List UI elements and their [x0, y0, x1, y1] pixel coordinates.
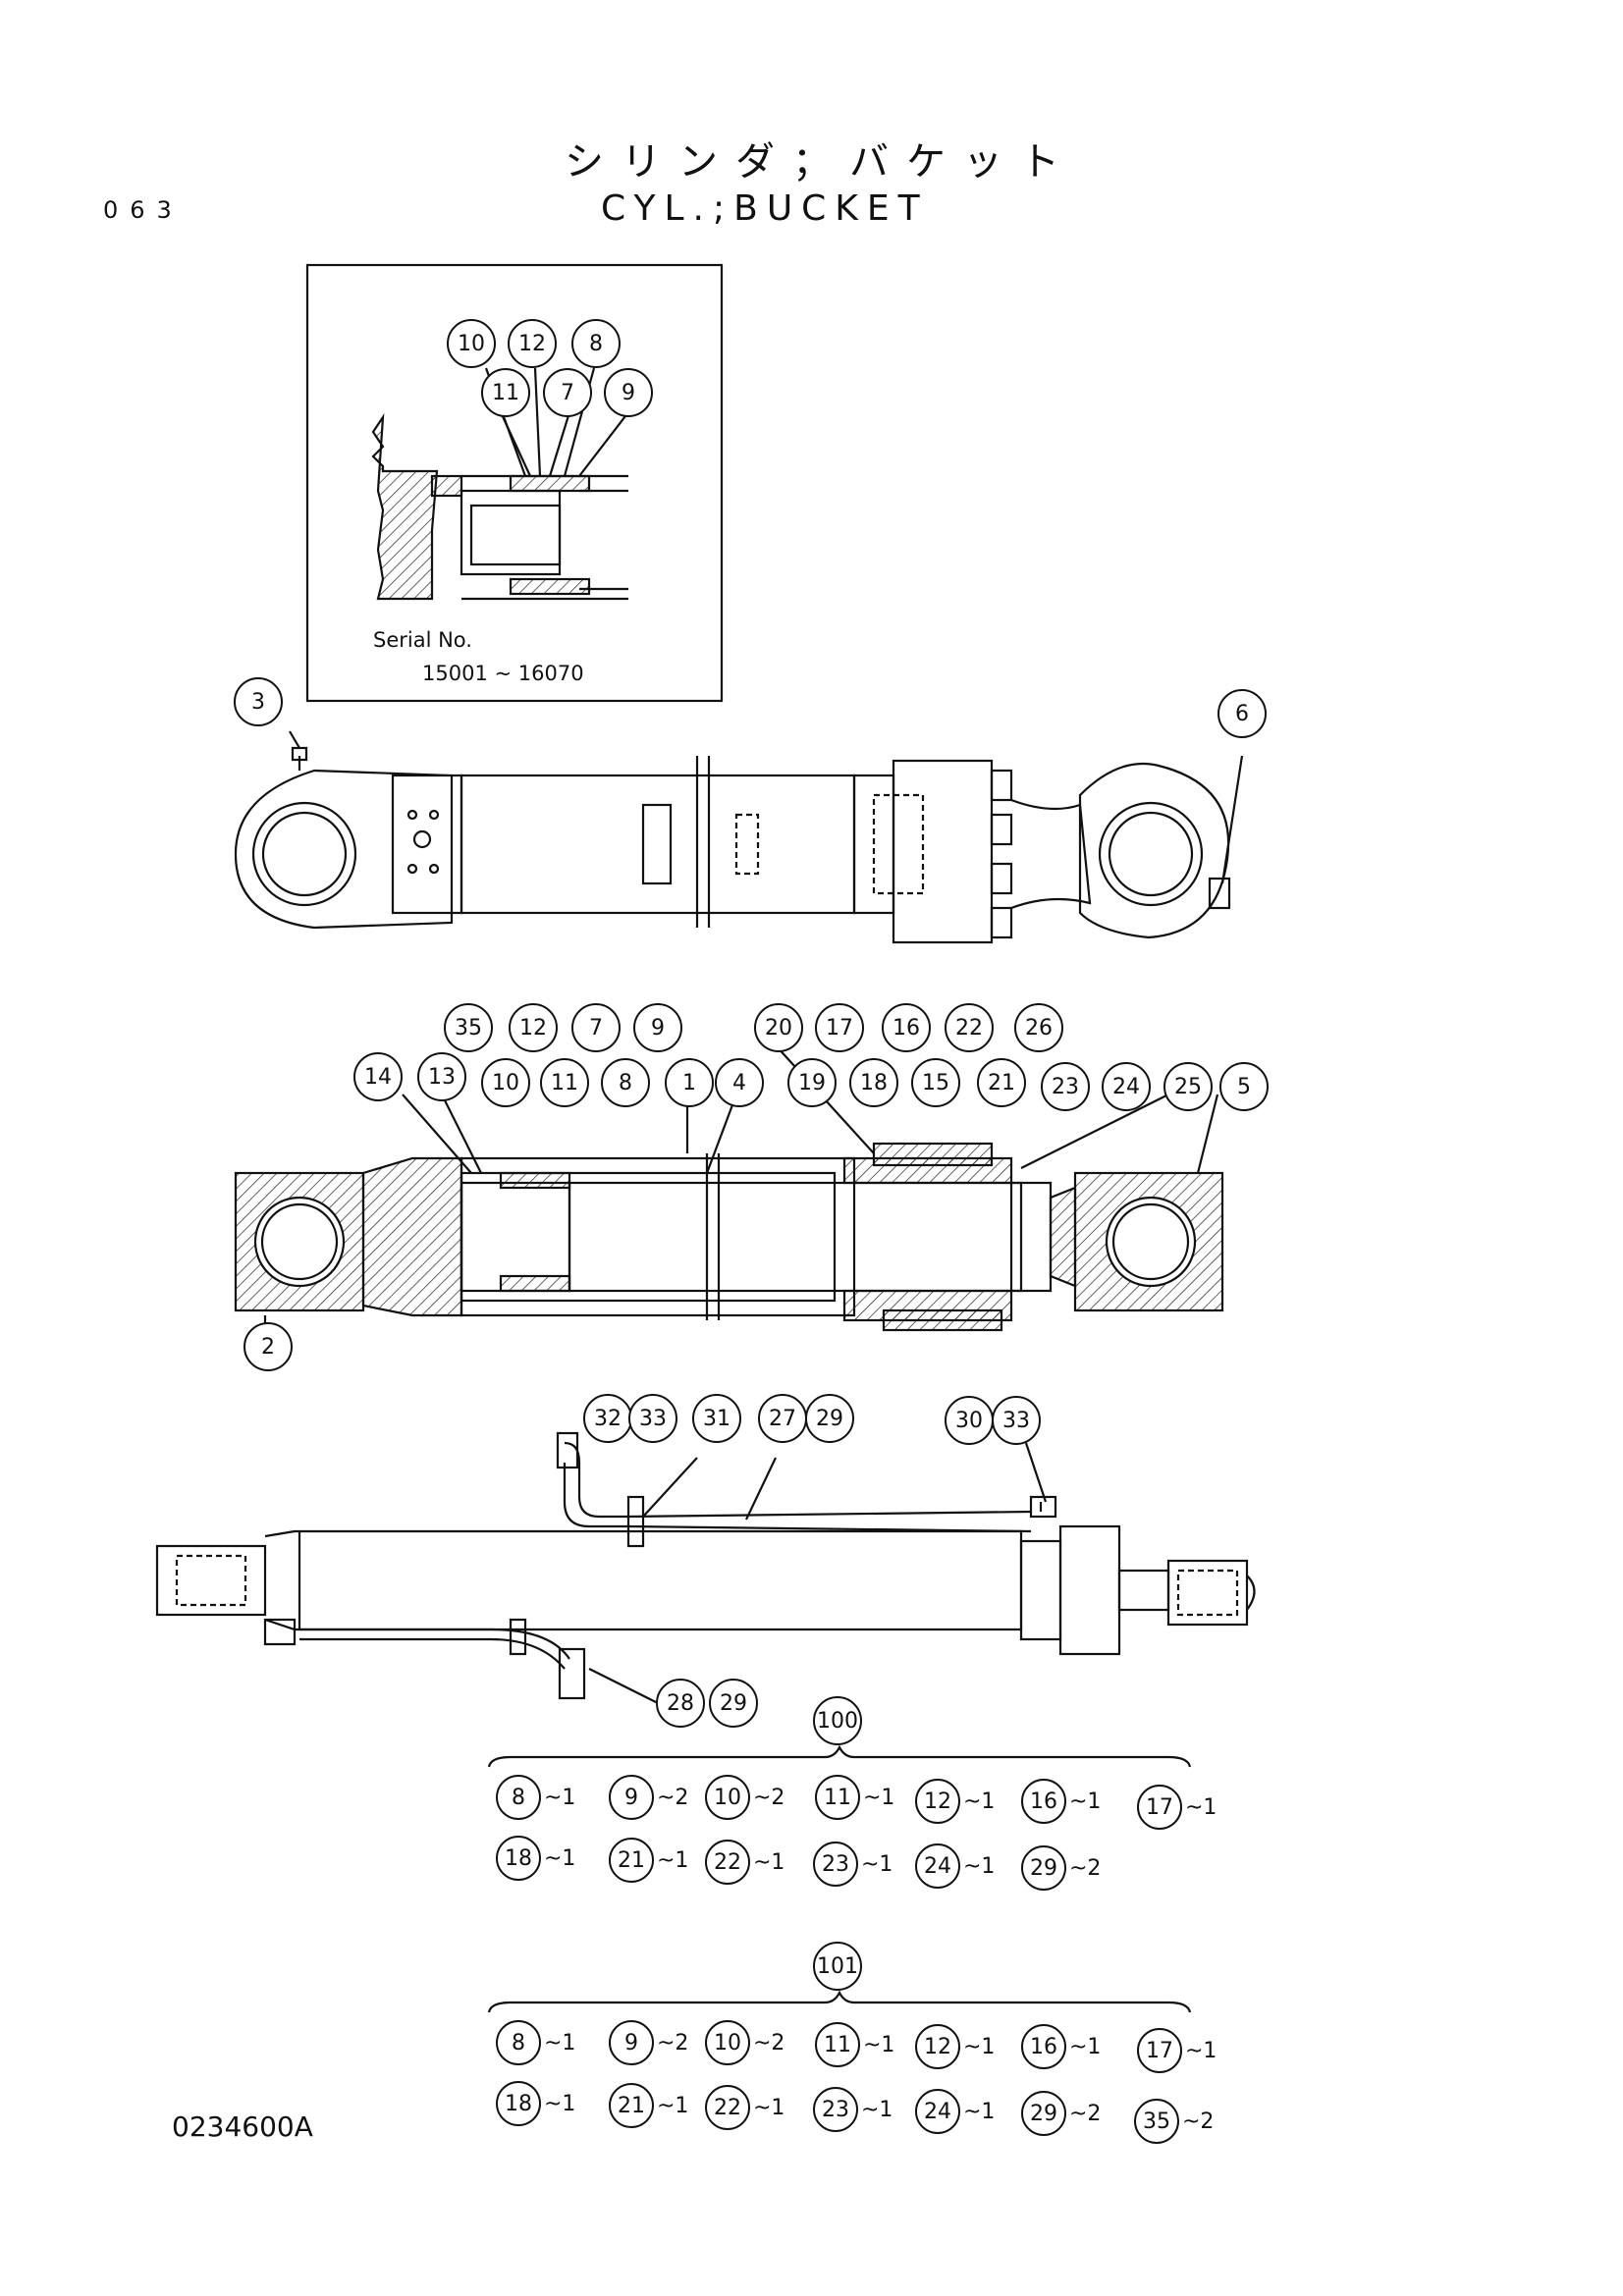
kit-101-item: 29~2: [1021, 2091, 1101, 2136]
kit-100-item: 11~1: [815, 1775, 894, 1820]
callout: 11: [540, 1058, 589, 1107]
callout: 33: [628, 1394, 677, 1443]
callout: 3: [234, 677, 283, 726]
callout: 32: [583, 1394, 632, 1443]
callout: 18: [849, 1058, 898, 1107]
callout: 31: [692, 1394, 741, 1443]
callout: 8: [601, 1058, 650, 1107]
callout: 19: [787, 1058, 837, 1107]
callout: 8: [571, 319, 621, 368]
callout: 12: [508, 319, 557, 368]
callout: 4: [715, 1058, 764, 1107]
kit-100-item: 22~1: [705, 1840, 784, 1885]
kit-101-item: 12~1: [915, 2024, 995, 2069]
kit-100-item: 8~1: [496, 1775, 575, 1820]
callout: 25: [1163, 1062, 1213, 1111]
kit-100-item: 23~1: [813, 1842, 893, 1887]
callout: 10: [481, 1058, 530, 1107]
kit-101-item: 23~1: [813, 2087, 893, 2132]
kit-101-item: 35~2: [1134, 2099, 1214, 2144]
callout: 6: [1217, 689, 1267, 738]
page-number: 063: [103, 196, 184, 224]
kit-101-brace: [487, 1990, 1192, 2013]
kit-101-item: 24~1: [915, 2089, 995, 2134]
kit-100-item: 24~1: [915, 1843, 995, 1889]
section-view: [234, 1044, 1224, 1345]
callout: 7: [543, 368, 592, 417]
callout: 26: [1014, 1003, 1063, 1052]
callout: 7: [571, 1003, 621, 1052]
callout: 15: [911, 1058, 960, 1107]
kit-101-id: 101: [813, 1942, 862, 1991]
kit-101-item: 21~1: [609, 2083, 688, 2128]
kit-100-item: 16~1: [1021, 1779, 1101, 1824]
callout: 12: [509, 1003, 558, 1052]
callout: 10: [447, 319, 496, 368]
title-english: CYL.;BUCKET: [601, 188, 929, 229]
kit-101-item: 17~1: [1137, 2028, 1217, 2073]
kit-100-item: 9~2: [609, 1775, 688, 1820]
kit-100-item: 21~1: [609, 1838, 688, 1883]
inset-piston-detail: [371, 367, 629, 601]
callout: 23: [1041, 1062, 1090, 1111]
exterior-view: [234, 730, 1244, 944]
kit-100-item: 17~1: [1137, 1785, 1217, 1830]
kit-100-item: 10~2: [705, 1775, 784, 1820]
callout: 17: [815, 1003, 864, 1052]
kit-101-item: 22~1: [705, 2085, 784, 2130]
kit-100-item: 12~1: [915, 1779, 995, 1824]
callout: 22: [945, 1003, 994, 1052]
serial-label: Serial No.: [373, 628, 472, 652]
callout: 9: [604, 368, 653, 417]
kit-101-item: 10~2: [705, 2020, 784, 2065]
callout: 33: [992, 1396, 1041, 1445]
callout: 9: [633, 1003, 682, 1052]
callout: 14: [353, 1052, 403, 1101]
piping-view: [155, 1431, 1256, 1709]
serial-range: 15001 ~ 16070: [422, 662, 584, 685]
callout: 28: [656, 1679, 705, 1728]
callout: 13: [417, 1052, 466, 1101]
kit-101-item: 16~1: [1021, 2024, 1101, 2069]
kit-100-brace: [487, 1744, 1192, 1768]
kit-100-item: 18~1: [496, 1836, 575, 1881]
kit-101-item: 9~2: [609, 2020, 688, 2065]
inset-frame: [305, 263, 724, 703]
callout: 27: [758, 1394, 807, 1443]
callout: 30: [945, 1396, 994, 1445]
callout: 24: [1102, 1062, 1151, 1111]
callout: 11: [481, 368, 530, 417]
callout: 1: [665, 1058, 714, 1107]
callout: 2: [243, 1322, 293, 1371]
kit-101-item: 18~1: [496, 2081, 575, 2126]
callout: 29: [805, 1394, 854, 1443]
callout: 5: [1219, 1062, 1269, 1111]
kit-100-item: 29~2: [1021, 1845, 1101, 1891]
callout: 20: [754, 1003, 803, 1052]
title-japanese: シリンダ；バケット: [565, 139, 1077, 185]
drawing-number: 0234600A: [172, 2110, 313, 2143]
callout: 35: [444, 1003, 493, 1052]
callout: 29: [709, 1679, 758, 1728]
kit-101-item: 11~1: [815, 2022, 894, 2067]
kit-100-id: 100: [813, 1696, 862, 1745]
kit-101-item: 8~1: [496, 2020, 575, 2065]
callout: 21: [977, 1058, 1026, 1107]
callout: 16: [882, 1003, 931, 1052]
